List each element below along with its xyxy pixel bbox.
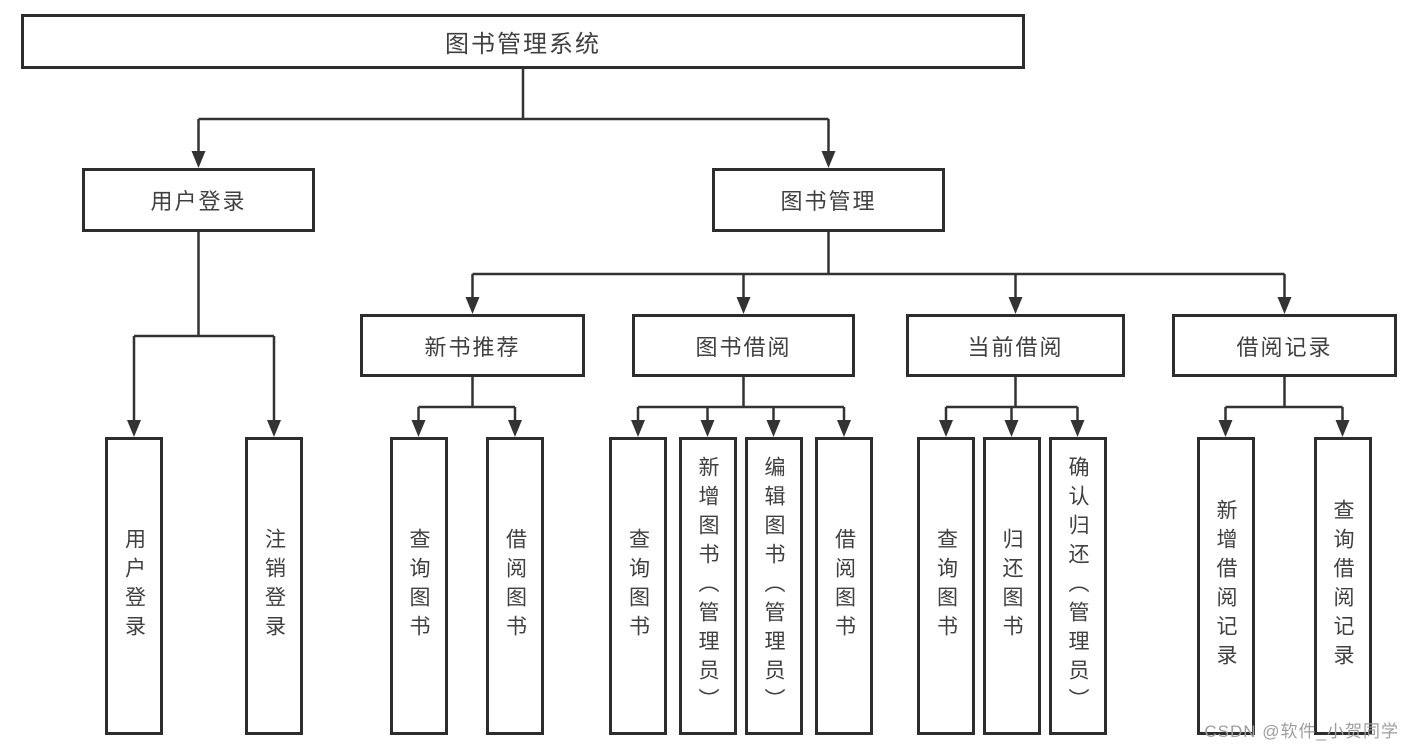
leaf-query-books-current: 查询图书 xyxy=(917,437,975,735)
leaf-user-login: 用户登录 xyxy=(105,437,163,735)
node-borrowing-records: 借阅记录 xyxy=(1172,314,1397,377)
leaf-logout: 注销登录 xyxy=(245,437,303,735)
leaf-query-books-borrowing: 查询图书 xyxy=(609,437,667,735)
leaf-borrow-books: 借阅图书 xyxy=(815,437,873,735)
node-book-borrowing: 图书借阅 xyxy=(632,314,855,377)
leaf-return-books: 归还图书 xyxy=(982,437,1041,735)
csdn-watermark: CSDN @软件_小贺同学 xyxy=(1204,722,1399,741)
node-book-management: 图书管理 xyxy=(712,168,945,232)
arrowheads xyxy=(127,151,1350,437)
leaf-confirm-return-admin: 确认归还（管理员） xyxy=(1048,437,1107,735)
leaf-add-books-admin: 新增图书（管理员） xyxy=(678,437,737,735)
leaf-query-borrow-record: 查询借阅记录 xyxy=(1313,437,1372,735)
node-user-login: 用户登录 xyxy=(82,168,315,232)
leaf-query-books-recommend: 查询图书 xyxy=(389,437,448,735)
node-library-management-system: 图书管理系统 xyxy=(21,14,1025,69)
leaf-edit-books-admin: 编辑图书（管理员） xyxy=(744,437,803,735)
node-current-borrowing: 当前借阅 xyxy=(906,314,1125,377)
leaf-add-borrow-record: 新增借阅记录 xyxy=(1196,437,1255,735)
connector-path xyxy=(132,69,1344,422)
node-new-book-recommendation: 新书推荐 xyxy=(360,314,585,377)
leaf-borrow-books-recommend: 借阅图书 xyxy=(486,437,544,735)
